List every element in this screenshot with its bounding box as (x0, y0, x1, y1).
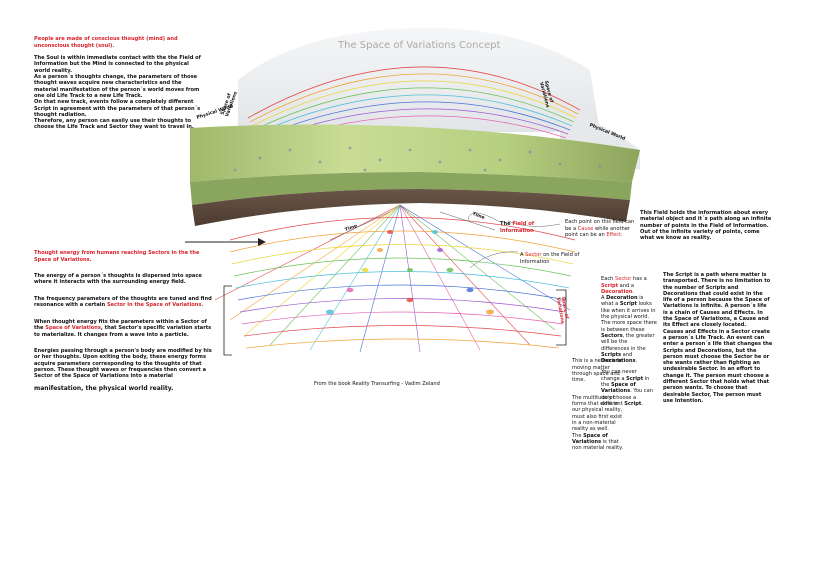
sector-script-block: Each Sector has a Script and a Decoratio… (601, 276, 657, 407)
page-title: The Space of Variations Concept (338, 40, 501, 51)
left-middle-p2: The frequency parameters of the thoughts… (34, 296, 212, 309)
book-credit: From the book Reality Transurfing - Vadi… (314, 381, 440, 387)
people-figures (233, 146, 602, 172)
network-block: This is a network for moving matter thro… (572, 358, 624, 452)
left-middle-p4-end: manifestation, the physical world realit… (34, 384, 174, 392)
point-cause-effect-block: Each point on this field can be a Cause … (565, 219, 635, 238)
script-description-block: The Script is a path where matter is tra… (663, 272, 773, 404)
time-arrows (329, 211, 496, 241)
left-middle-p4: Energies passing through a person's body… (34, 348, 212, 380)
top-left-text-block: People are made of conscious thought (mi… (34, 30, 204, 137)
sector-label: A Sector on the Field of Information (520, 252, 580, 265)
sector-blobs (326, 230, 494, 315)
pointer-lines (467, 212, 561, 269)
grass-front (190, 172, 632, 205)
field-of-information-label: The Field of Information (500, 221, 534, 234)
left-middle-heading: Thought energy from humans reaching Sect… (34, 250, 200, 263)
thought-arrow (185, 238, 266, 246)
grass-surface (190, 124, 640, 182)
left-middle-p1: The energy of a person´s thoughts is dis… (34, 273, 202, 286)
left-middle-p3: When thought energy fits the parameters … (34, 318, 212, 338)
left-middle-text-block: Thought energy from humans reaching Sect… (34, 244, 212, 399)
top-left-heading: People are made of conscious thought (mi… (34, 36, 178, 49)
top-left-body: The Soul is within immediate contact wit… (34, 55, 201, 131)
field-description-block: This Field holds the information about e… (640, 210, 772, 242)
lower-arcs (229, 217, 576, 349)
soil-band (192, 189, 630, 226)
brackets (223, 285, 567, 356)
